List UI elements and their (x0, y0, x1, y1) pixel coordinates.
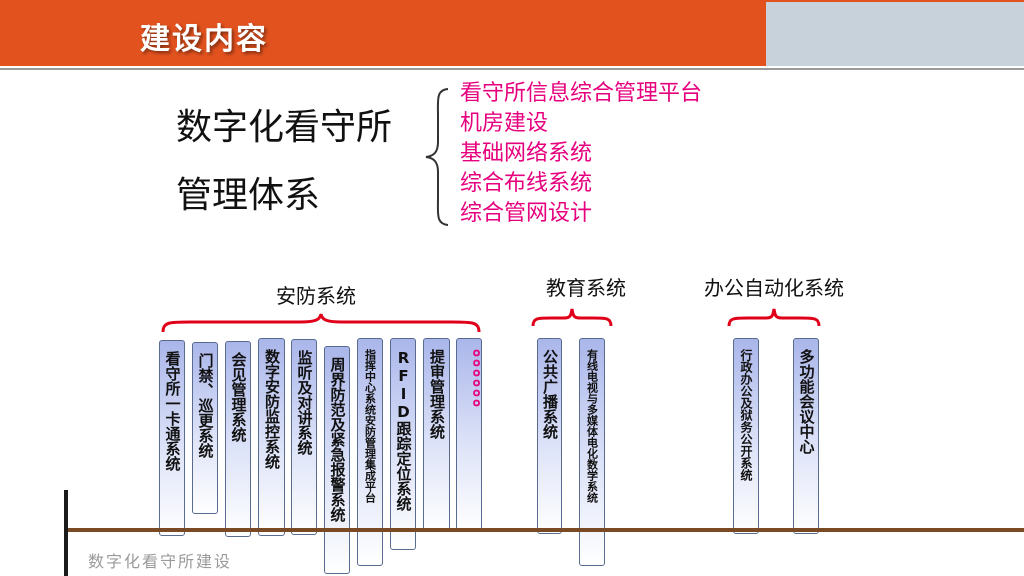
system-bar: 提审管理系统 (423, 338, 450, 532)
sub-item: 综合布线系统 (460, 171, 593, 196)
main-title-line1: 数字化看守所 (176, 107, 393, 148)
footer-text: 数字化看守所建设 (88, 552, 233, 571)
timeline-vertical (64, 490, 68, 576)
sub-item: 机房建设 (460, 111, 549, 136)
system-bar-label: 行政办公及狱务公开系统 (739, 349, 753, 481)
system-bar-label: 公共广播系统 (541, 349, 559, 439)
security-brace (161, 313, 481, 333)
system-bar: 多功能会议中心 (793, 338, 819, 534)
system-bar: 公共广播系统 (537, 338, 562, 534)
main-title-line2: 管理体系 (176, 175, 321, 216)
page-title: 建设内容 (140, 22, 268, 57)
system-bar-label: RFID跟踪定位系统 (394, 349, 413, 511)
system-bar: 看守所一卡通系统 (159, 340, 185, 536)
system-bar-label: 门禁、巡更系统 (196, 353, 215, 458)
system-bar: 监听及对讲系统 (291, 339, 317, 535)
header-divider (0, 68, 1024, 70)
system-bar-label: 看守所一卡通系统 (163, 351, 182, 471)
system-bar-label: 周界防范及紧急报警系统 (328, 357, 347, 522)
system-bar-label: 指挥中心系统安防管理集成平台 (363, 349, 377, 503)
ellipsis-dots: 。。。。。。 (457, 349, 481, 419)
category-education: 教育系统 (546, 276, 626, 300)
category-office: 办公自动化系统 (704, 276, 844, 300)
left-curly-brace (425, 88, 449, 226)
timeline-baseline (64, 528, 1024, 532)
system-bar-label: 有线电视与多媒体电化数学系统 (585, 349, 599, 503)
system-bar-label: 数字安防监控系统 (263, 349, 281, 469)
system-bar-label: 会见管理系统 (229, 352, 248, 442)
category-security: 安防系统 (276, 284, 356, 308)
system-bar: 周界防范及紧急报警系统 (324, 346, 350, 574)
system-bar: RFID跟踪定位系统 (390, 338, 416, 550)
system-bar-label: 提审管理系统 (428, 349, 446, 439)
sub-item: 综合管网设计 (460, 201, 593, 226)
education-brace (531, 308, 613, 327)
sub-item: 看守所信息综合管理平台 (460, 81, 703, 106)
system-bar: 行政办公及狱务公开系统 (733, 338, 759, 534)
header-right-panel (766, 2, 1024, 66)
office-brace (727, 308, 821, 327)
sub-item: 基础网络系统 (460, 141, 593, 166)
system-bar-label: 多功能会议中心 (797, 349, 816, 454)
system-bar-label: 监听及对讲系统 (295, 350, 314, 455)
system-bar: 会见管理系统 (225, 341, 251, 537)
system-bar: 数字安防监控系统 (258, 338, 285, 536)
system-bar: 。。。。。。 (456, 338, 482, 532)
system-bar: 门禁、巡更系统 (192, 342, 218, 514)
